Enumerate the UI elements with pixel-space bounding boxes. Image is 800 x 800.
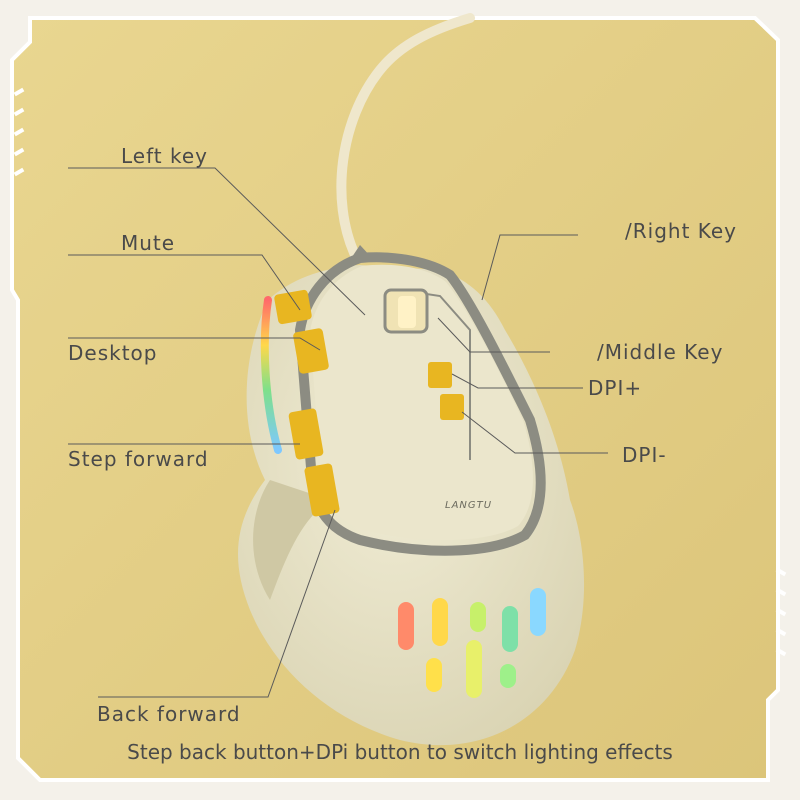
label-mute: Mute [121,231,176,255]
label-right-key: /Right Key [625,219,738,243]
label-step-forward: Step forward [68,447,209,471]
dpi-plus-button [428,362,452,388]
label-dpi-plus: DPI+ [588,376,643,400]
mouse-cable [336,13,475,260]
frame-decoration-left [13,87,25,177]
rgb-vents [398,588,546,698]
dpi-minus-button [440,394,464,420]
label-left-key: Left key [121,144,208,168]
label-back-forward: Back forward [97,702,241,726]
step-forward-button [288,408,324,460]
brand-logo: LANGTU [445,500,492,511]
frame-decoration-right [775,567,787,657]
mouse-body: LANGTU [238,252,585,746]
mute-button [274,289,312,325]
back-forward-button [304,463,340,517]
label-dpi-minus: DPI- [622,443,667,467]
label-desktop: Desktop [68,341,158,365]
caption: Step back button+DPi button to switch li… [127,740,673,764]
label-middle-key: /Middle Key [597,340,724,364]
leader-lines [68,167,608,698]
